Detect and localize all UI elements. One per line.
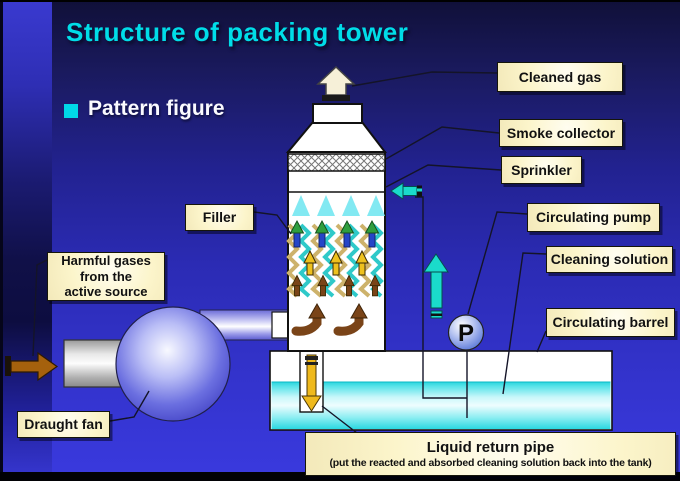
callout-draught-fan-label: Draught fan	[24, 416, 103, 433]
callout-leader-lines	[32, 71, 547, 434]
callout-harmful-gases-line2: from the	[80, 268, 132, 284]
circulation-pipe-lines	[415, 196, 468, 418]
callout-draught-fan: Draught fan	[17, 411, 110, 438]
callout-cleaning-solution: Cleaning solution	[546, 246, 673, 273]
packing-tower	[285, 65, 388, 352]
return-flow-down-arrow	[301, 354, 322, 412]
callout-sprinkler-label: Sprinkler	[511, 161, 572, 178]
pump-letter: P	[458, 320, 474, 347]
callout-circulating-pump-label: Circulating pump	[535, 209, 652, 226]
bullet-item-label: Pattern figure	[88, 97, 225, 120]
callout-cleaned-gas: Cleaned gas	[497, 62, 623, 92]
callout-harmful-gases: Harmful gases from the active source	[47, 252, 165, 301]
sprinkler-spray-cones	[292, 195, 385, 216]
callout-liquid-return-note: (put the reacted and absorbed cleaning s…	[329, 456, 652, 469]
callout-circulating-pump: Circulating pump	[527, 203, 660, 232]
harmful-gas-inlet-arrow	[5, 351, 59, 382]
top-border-line	[0, 0, 680, 2]
tower-shoulder	[285, 121, 388, 153]
callout-circulating-barrel: Circulating barrel	[546, 308, 675, 337]
callout-cleaning-solution-label: Cleaning solution	[550, 251, 669, 268]
callout-smoke-collector: Smoke collector	[499, 119, 623, 147]
circulating-pump-symbol: P	[447, 314, 485, 351]
callout-sprinkler: Sprinkler	[501, 156, 582, 184]
cleaned-gas-arrow	[316, 65, 356, 101]
bullet-square-icon	[64, 104, 78, 118]
callout-filler: Filler	[185, 204, 254, 231]
tower-neck	[312, 103, 363, 124]
callout-liquid-return-pipe: Liquid return pipe (put the reacted and …	[305, 432, 676, 476]
smoke-collector-band	[287, 153, 386, 172]
circulating-barrel-tank	[269, 350, 613, 431]
callout-circulating-barrel-label: Circulating barrel	[552, 314, 669, 331]
liquid-return-pipe	[299, 350, 324, 413]
draught-fan-sphere	[115, 306, 231, 422]
callout-harmful-gases-line3: active source	[64, 284, 148, 300]
callout-smoke-collector-label: Smoke collector	[506, 124, 616, 141]
cleaning-solution-liquid	[271, 382, 611, 429]
callout-cleaned-gas-label: Cleaned gas	[518, 68, 602, 85]
pump-flow-up-arrow	[423, 253, 449, 319]
sprinkler-inlet-arrow	[390, 182, 422, 200]
callout-liquid-return-title: Liquid return pipe	[426, 438, 555, 456]
page-title: Structure of packing tower	[66, 17, 409, 47]
callout-filler-label: Filler	[202, 209, 237, 226]
bottom-border-bar	[0, 472, 680, 481]
left-accent-band	[0, 0, 52, 473]
callout-harmful-gases-line1: Harmful gases	[61, 253, 151, 269]
